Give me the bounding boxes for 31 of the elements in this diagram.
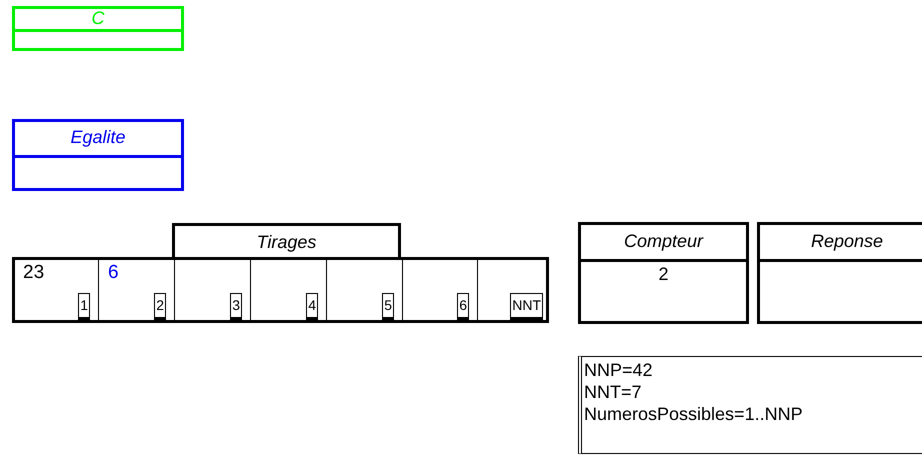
note-line: NNP=42 bbox=[584, 359, 653, 381]
group-name: Tirages bbox=[256, 232, 318, 252]
index-label: 6 bbox=[459, 297, 467, 313]
index-label: 3 bbox=[232, 297, 240, 313]
class-name: Egalite bbox=[69, 127, 127, 147]
note-line: NNT=7 bbox=[584, 381, 642, 403]
index-label: 4 bbox=[308, 297, 316, 313]
index-tag bbox=[154, 293, 166, 320]
index-label: 2 bbox=[156, 297, 164, 313]
class-name: Compteur bbox=[622, 230, 704, 250]
class-box bbox=[757, 222, 922, 324]
class-name: C bbox=[90, 8, 106, 28]
class-box bbox=[578, 222, 749, 324]
class-box bbox=[12, 6, 184, 51]
index-tag bbox=[230, 293, 242, 320]
index-tag bbox=[510, 293, 543, 320]
note-line: NumerosPossibles=1..NNP bbox=[584, 403, 803, 425]
index-label: 5 bbox=[384, 297, 392, 313]
note-box bbox=[578, 356, 922, 454]
class-box bbox=[12, 119, 184, 191]
index-label: 1 bbox=[80, 297, 88, 313]
index-tag bbox=[78, 293, 90, 320]
cell-value: 23 bbox=[23, 262, 44, 284]
class-name: Reponse bbox=[810, 230, 884, 250]
index-tag bbox=[382, 293, 394, 320]
index-tag bbox=[457, 293, 469, 320]
cell-value: 6 bbox=[108, 262, 119, 284]
index-tag bbox=[306, 293, 318, 320]
group-header-box bbox=[172, 223, 401, 259]
value-text: 2 bbox=[657, 264, 670, 285]
index-label: NNT bbox=[512, 297, 541, 313]
